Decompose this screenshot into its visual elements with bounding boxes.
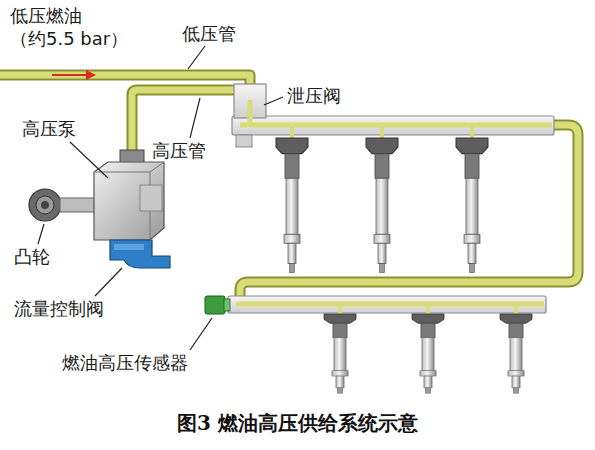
lower-fuel-rail: [228, 296, 546, 318]
high-pressure-pump: [94, 150, 164, 240]
figure-caption: 图3 燃油高压供给系统示意: [0, 410, 595, 437]
part-label: 凸轮: [14, 245, 50, 268]
part-label: 燃油高压传感器: [62, 351, 188, 374]
part-label: 高压管: [152, 139, 206, 162]
part-label: 低压管: [182, 22, 236, 45]
fluid-note: 低压燃油 （约5.5 bar）: [10, 4, 132, 51]
pressure-sensor: [205, 296, 230, 314]
part-label: 高压泵: [22, 117, 76, 140]
fuel-pipes: [0, 75, 578, 298]
flow-arrow: [52, 70, 96, 80]
flow-control-valve: [110, 240, 170, 268]
part-label: 流量控制阀: [14, 297, 104, 320]
part-label: 泄压阀: [287, 84, 341, 107]
cam: [29, 189, 96, 221]
